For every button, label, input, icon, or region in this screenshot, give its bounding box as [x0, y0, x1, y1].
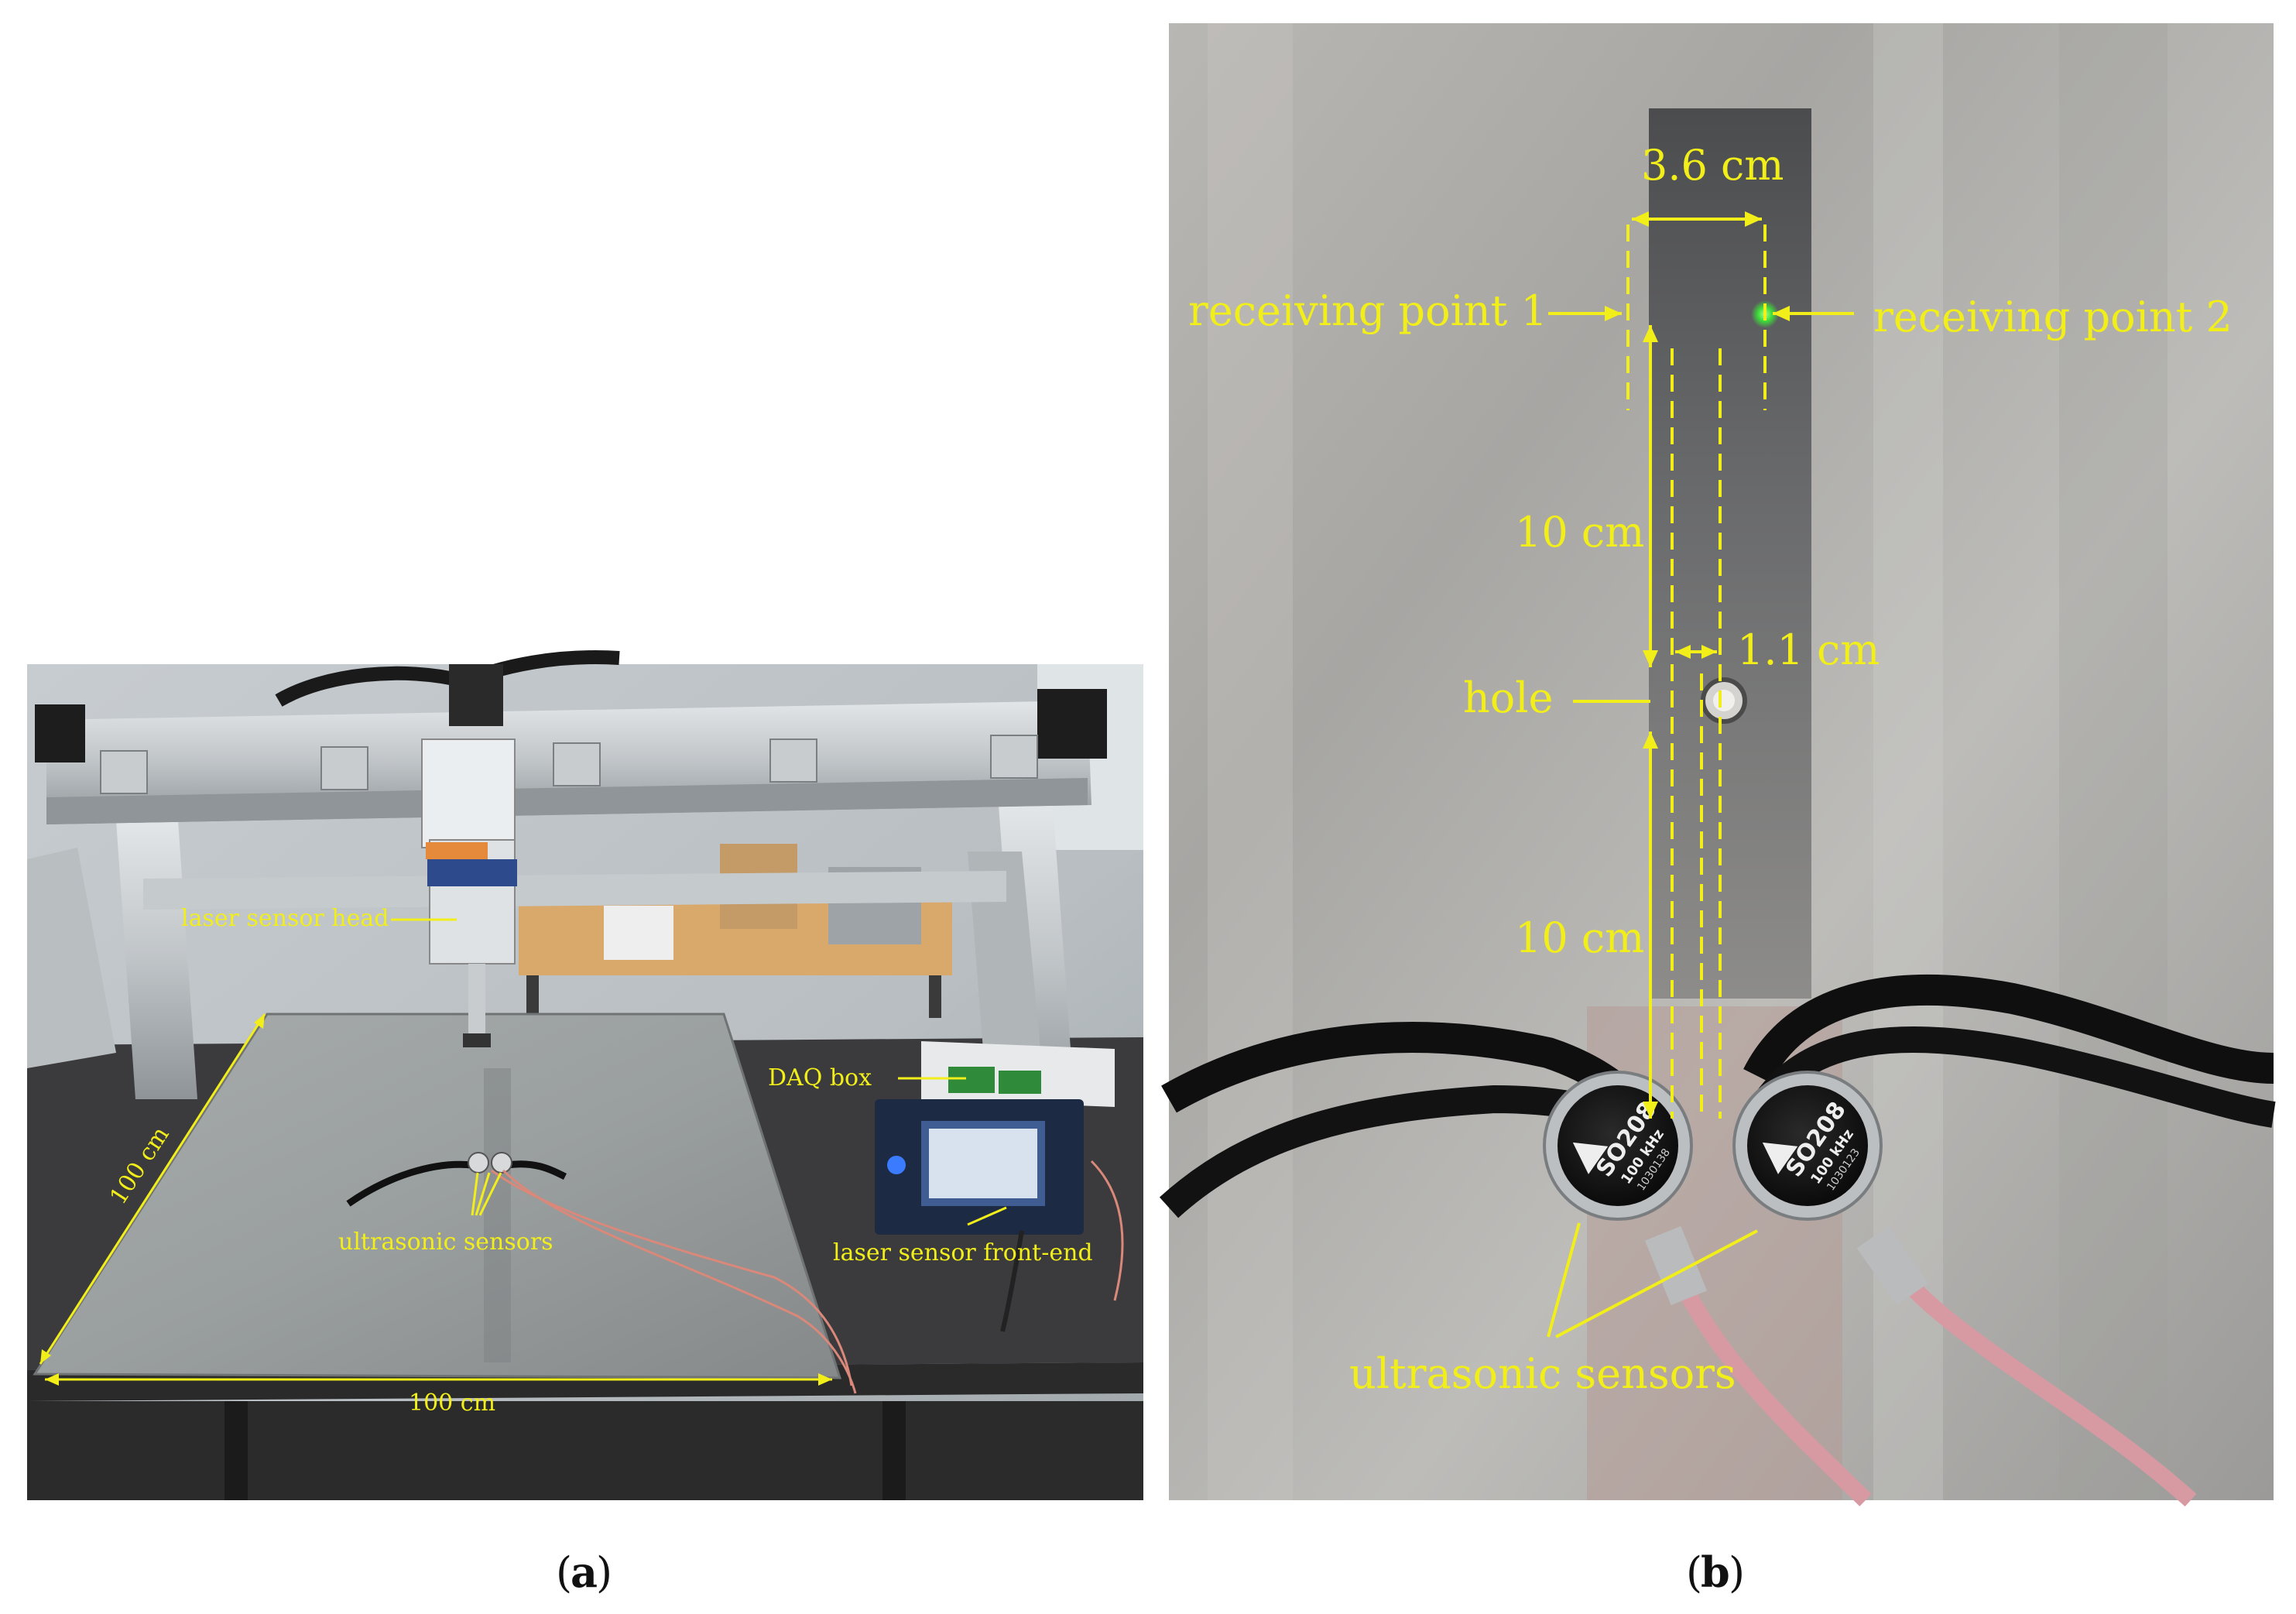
label-laser-sensor-front-end: laser sensor front-end	[833, 1239, 1093, 1266]
label-distance-lower: 10 cm	[1515, 913, 1644, 962]
label-spacing-top: 3.6 cm	[1641, 141, 1784, 190]
label-ultrasonic-sensors-a: ultrasonic sensors	[338, 1228, 553, 1256]
label-gap: 1.1 cm	[1737, 625, 1880, 674]
caption-b-letter: b	[1701, 1547, 1730, 1597]
label-receiving-point-1: receiving point 1	[1188, 286, 1547, 335]
panel-a-photo: laser sensor head DAQ box laser sensor f…	[27, 650, 1143, 1500]
svg-text:): )	[1729, 1548, 1745, 1597]
svg-text:(: (	[1686, 1548, 1702, 1597]
dark-strip	[1649, 108, 1811, 999]
label-width-a: 100 cm	[409, 1390, 495, 1417]
aluminium-plate	[33, 1013, 842, 1379]
caption-a-letter: a	[571, 1547, 598, 1597]
caption-a: ( a )	[556, 1547, 612, 1597]
label-daq-box: DAQ box	[768, 1064, 872, 1091]
annotation-arrowheads-b	[1605, 211, 1790, 1119]
svg-text:): )	[596, 1548, 612, 1597]
panel-b-photo: SO208 100 kHz 1030138 SO208 100 kHz 1030…	[1159, 23, 2276, 1507]
svg-text:(: (	[556, 1548, 572, 1597]
label-distance-upper: 10 cm	[1515, 508, 1644, 557]
label-hole: hole	[1463, 673, 1554, 722]
carriage	[421, 738, 516, 848]
label-laser-sensor-head: laser sensor head	[181, 905, 389, 932]
caption-b: ( b )	[1686, 1547, 1745, 1597]
label-receiving-point-2: receiving point 2	[1873, 293, 2233, 341]
label-ultrasonic-sensors-b: ultrasonic sensors	[1349, 1349, 1736, 1398]
